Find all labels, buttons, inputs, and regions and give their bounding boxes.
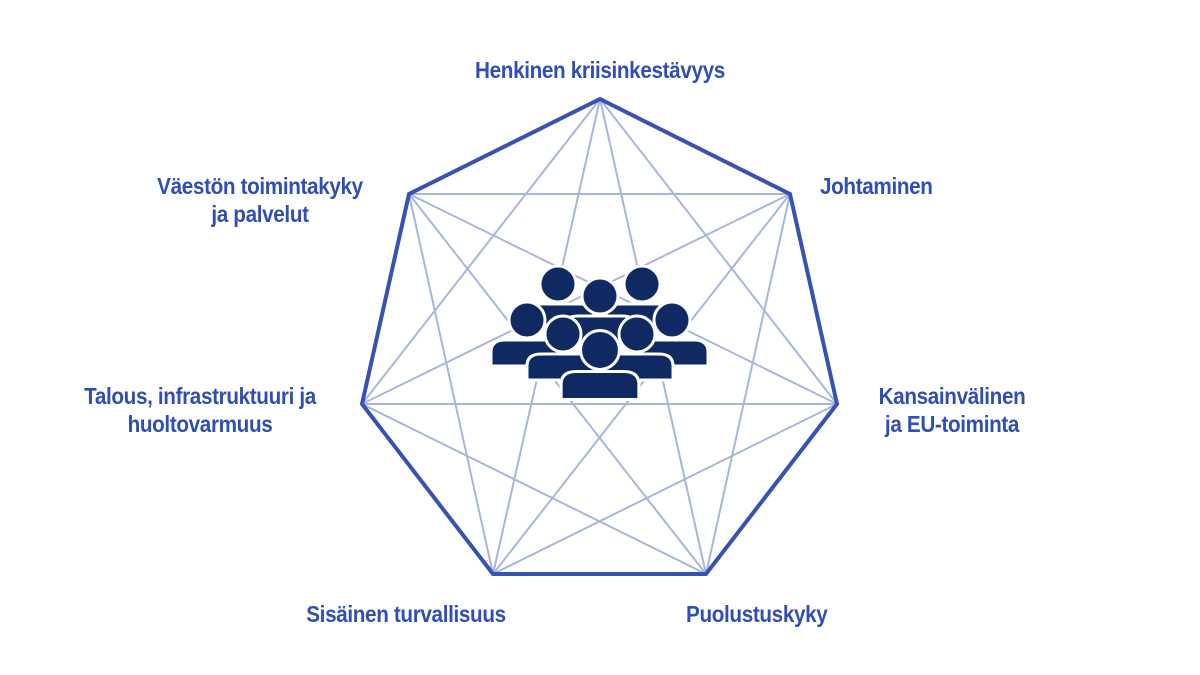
label-talous-infrastruktuuri-ja-huoltovarmuus: Talous, infrastruktuuri ja huoltovarmuus bbox=[84, 383, 316, 437]
label-vaeston-toimintakyky-ja-palvelut: Väestön toimintakyky ja palvelut bbox=[157, 173, 363, 227]
label-sisainen-turvallisuus: Sisäinen turvallisuus bbox=[306, 601, 506, 627]
label-henkinen-kriisinkestavyys: Henkinen kriisinkestävyys bbox=[475, 57, 725, 83]
diagonal-line bbox=[599, 98, 838, 405]
diagonal-line bbox=[361, 193, 791, 405]
diagonal-line bbox=[492, 403, 838, 575]
diagonal-line bbox=[705, 193, 791, 575]
diagonal-line bbox=[492, 193, 791, 575]
label-johtaminen: Johtaminen bbox=[820, 173, 933, 199]
heptagon-outline bbox=[359, 96, 840, 576]
diagonal-line bbox=[408, 193, 707, 575]
diagonal-line bbox=[408, 193, 838, 405]
label-puolustuskyky: Puolustuskyky bbox=[686, 601, 828, 627]
inner-connection-lines bbox=[361, 98, 838, 575]
person-icon bbox=[599, 314, 675, 382]
diagonal-line bbox=[408, 193, 494, 575]
people-group-icon bbox=[489, 264, 710, 402]
label-kansainvalinen-ja-eu-toiminta: Kansainvälinen ja EU-toiminta bbox=[878, 383, 1026, 437]
diagonal-line bbox=[361, 98, 601, 405]
person-icon bbox=[559, 329, 641, 402]
diagonal-line bbox=[361, 403, 707, 575]
